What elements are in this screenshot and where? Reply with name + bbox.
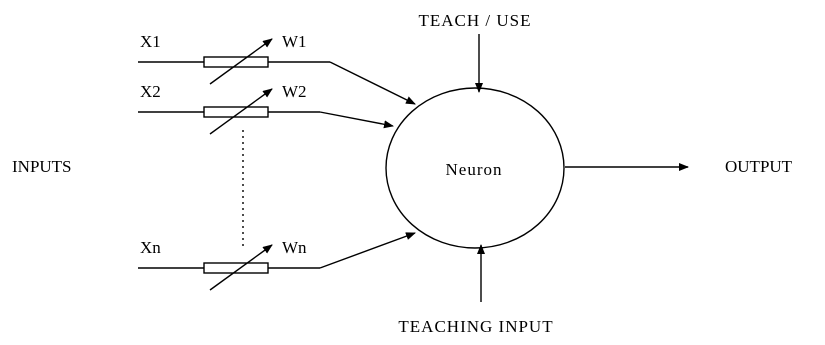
input-xn (138, 232, 416, 291)
weight-w2-adjust-arrow (209, 88, 273, 135)
label-w2: W2 (282, 82, 307, 101)
label-output: OUTPUT (725, 157, 793, 176)
label-teaching-input: TEACHING INPUT (398, 317, 553, 336)
input-xn-connection-arrow (319, 232, 416, 269)
label-w1: W1 (282, 32, 307, 51)
label-inputs: INPUTS (12, 157, 72, 176)
label-teach-use: TEACH / USE (419, 11, 532, 30)
label-x2: X2 (140, 82, 161, 101)
input-x1-connection-arrow (329, 61, 416, 105)
label-x1: X1 (140, 32, 161, 51)
label-xn: Xn (140, 238, 161, 257)
input-x1 (138, 38, 416, 105)
weight-w1-adjust-arrow (209, 38, 273, 85)
weight-wn-adjust-arrow (209, 244, 273, 291)
label-wn: Wn (282, 238, 307, 257)
input-x2-connection-arrow (319, 111, 394, 129)
label-neuron: Neuron (446, 160, 503, 179)
input-x2 (138, 88, 394, 135)
